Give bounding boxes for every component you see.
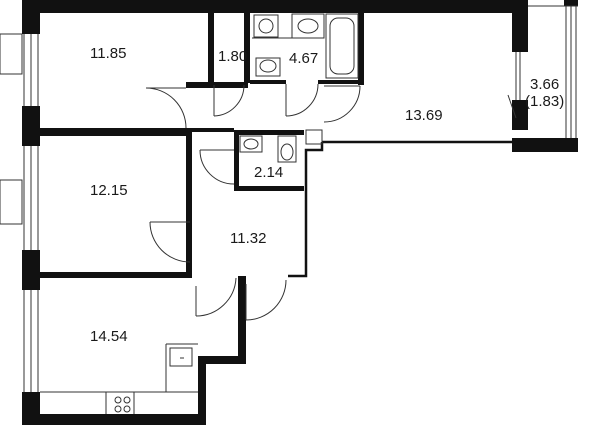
wall	[250, 80, 286, 84]
wall	[22, 0, 40, 34]
balcony-area-label: 3.66 (1.83)	[525, 76, 564, 111]
wall	[358, 13, 364, 85]
wall	[564, 0, 578, 6]
wall	[22, 106, 40, 146]
stove-burner	[123, 396, 131, 404]
sink	[239, 135, 263, 153]
wall	[22, 414, 206, 425]
wall	[198, 356, 246, 364]
toilet-fixtures	[239, 129, 323, 163]
wall	[186, 82, 248, 88]
bathroom-fixtures	[252, 13, 359, 79]
kitchen-fixtures	[40, 343, 198, 414]
balcony-frame	[507, 5, 578, 138]
room-area-wardrobe: 1.80	[218, 48, 248, 65]
wall	[190, 128, 234, 132]
door[interactable]	[323, 85, 361, 123]
room-area-toilet: 2.14	[254, 164, 284, 181]
wall	[512, 0, 528, 52]
wall	[512, 100, 528, 130]
room-area-bedroom-top: 11.85	[90, 45, 127, 62]
wall	[244, 13, 250, 83]
wall	[234, 130, 304, 135]
door[interactable]	[245, 279, 287, 321]
door[interactable]	[285, 83, 319, 117]
wall	[512, 138, 578, 152]
room-area-balcony: 3.66	[529, 76, 560, 93]
wall	[40, 128, 190, 136]
room-area-balcony-reduced: (1.83)	[525, 93, 565, 111]
wall	[22, 250, 40, 290]
toilet-fixture	[255, 57, 281, 77]
wall	[318, 80, 364, 84]
wall	[238, 276, 246, 364]
windows-left	[0, 14, 39, 392]
wall	[234, 130, 239, 190]
doors	[145, 83, 361, 321]
room-area-kitchen: 14.54	[90, 328, 128, 345]
interior-walls	[40, 13, 364, 278]
window	[0, 179, 23, 225]
stepped-boundary	[288, 140, 512, 278]
door[interactable]	[145, 87, 187, 129]
door[interactable]	[213, 84, 245, 117]
washing-machine	[253, 14, 279, 38]
wall	[22, 0, 528, 13]
bathtub	[325, 13, 359, 79]
outer-walls	[22, 0, 578, 425]
wall	[40, 272, 192, 278]
room-area-bathroom: 4.67	[289, 50, 319, 67]
door[interactable]	[149, 221, 191, 263]
stove-burner	[114, 396, 122, 404]
stove-burner	[114, 405, 122, 413]
window	[0, 33, 23, 75]
room-area-living-room: 13.69	[405, 107, 443, 124]
wall	[198, 358, 206, 425]
room-area-hallway: 11.32	[230, 230, 267, 247]
stove-burner	[123, 405, 131, 413]
toilet-fixture	[277, 135, 297, 163]
door[interactable]	[195, 277, 237, 317]
wall	[234, 186, 304, 191]
room-area-bedroom-middle: 12.15	[90, 182, 128, 199]
door[interactable]	[199, 149, 235, 185]
wall	[186, 128, 192, 276]
wall	[208, 13, 214, 85]
sink	[291, 13, 325, 39]
fridge	[169, 347, 193, 367]
